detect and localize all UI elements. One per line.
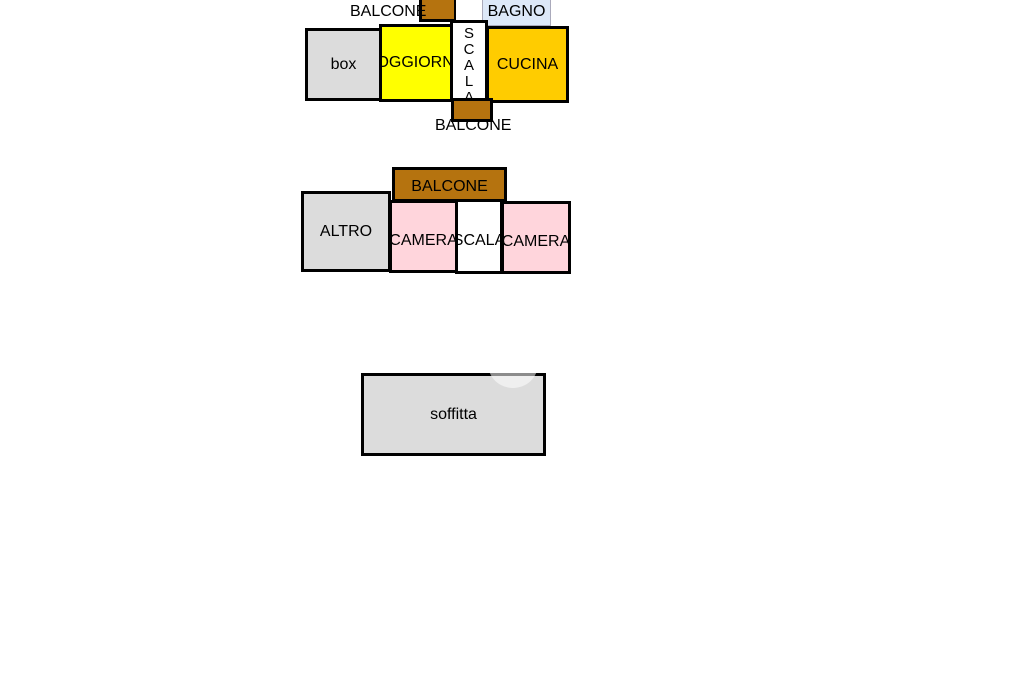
balcony-top-label: BALCONE: [350, 3, 427, 20]
scala-letter: S: [463, 25, 474, 42]
balcony-floor2: BALCONE: [392, 167, 507, 202]
room-camera-left: CAMERA: [389, 200, 458, 273]
balcony-top: [419, 0, 457, 22]
altro-label: ALTRO: [319, 222, 373, 240]
room-camera-right: CAMERA: [501, 201, 571, 274]
stairs-vertical: S C A L A: [450, 20, 488, 101]
box-label: box: [330, 55, 357, 73]
highlight-spot: [488, 340, 538, 388]
scala-letter: A: [463, 89, 474, 101]
soffitta-label: soffitta: [430, 405, 477, 423]
scala-letter: L: [464, 73, 474, 90]
room-box: box: [305, 28, 382, 101]
room-cucina: CUCINA: [486, 26, 569, 103]
room-soggiorno: SOGGIORNO: [379, 24, 453, 102]
scala-letter: A: [463, 57, 474, 74]
balcony-bottom-label: BALCONE: [435, 117, 512, 134]
balcone-label: BALCONE: [411, 177, 488, 195]
cucina-label: CUCINA: [496, 55, 559, 73]
balcony-bottom: [451, 98, 493, 122]
bagno-label: BAGNO: [487, 2, 546, 20]
room-altro: ALTRO: [301, 191, 391, 272]
camera-label: CAMERA: [389, 231, 458, 249]
stairwell-top: [456, 0, 484, 22]
stairs-floor2: SCALA: [455, 199, 503, 274]
soggiorno-label: SOGGIORNO: [382, 54, 453, 71]
camera-label: CAMERA: [501, 232, 571, 250]
scala-label: SCALA: [455, 231, 503, 249]
scala-letter: C: [463, 41, 475, 58]
room-bagno: BAGNO: [482, 0, 551, 26]
